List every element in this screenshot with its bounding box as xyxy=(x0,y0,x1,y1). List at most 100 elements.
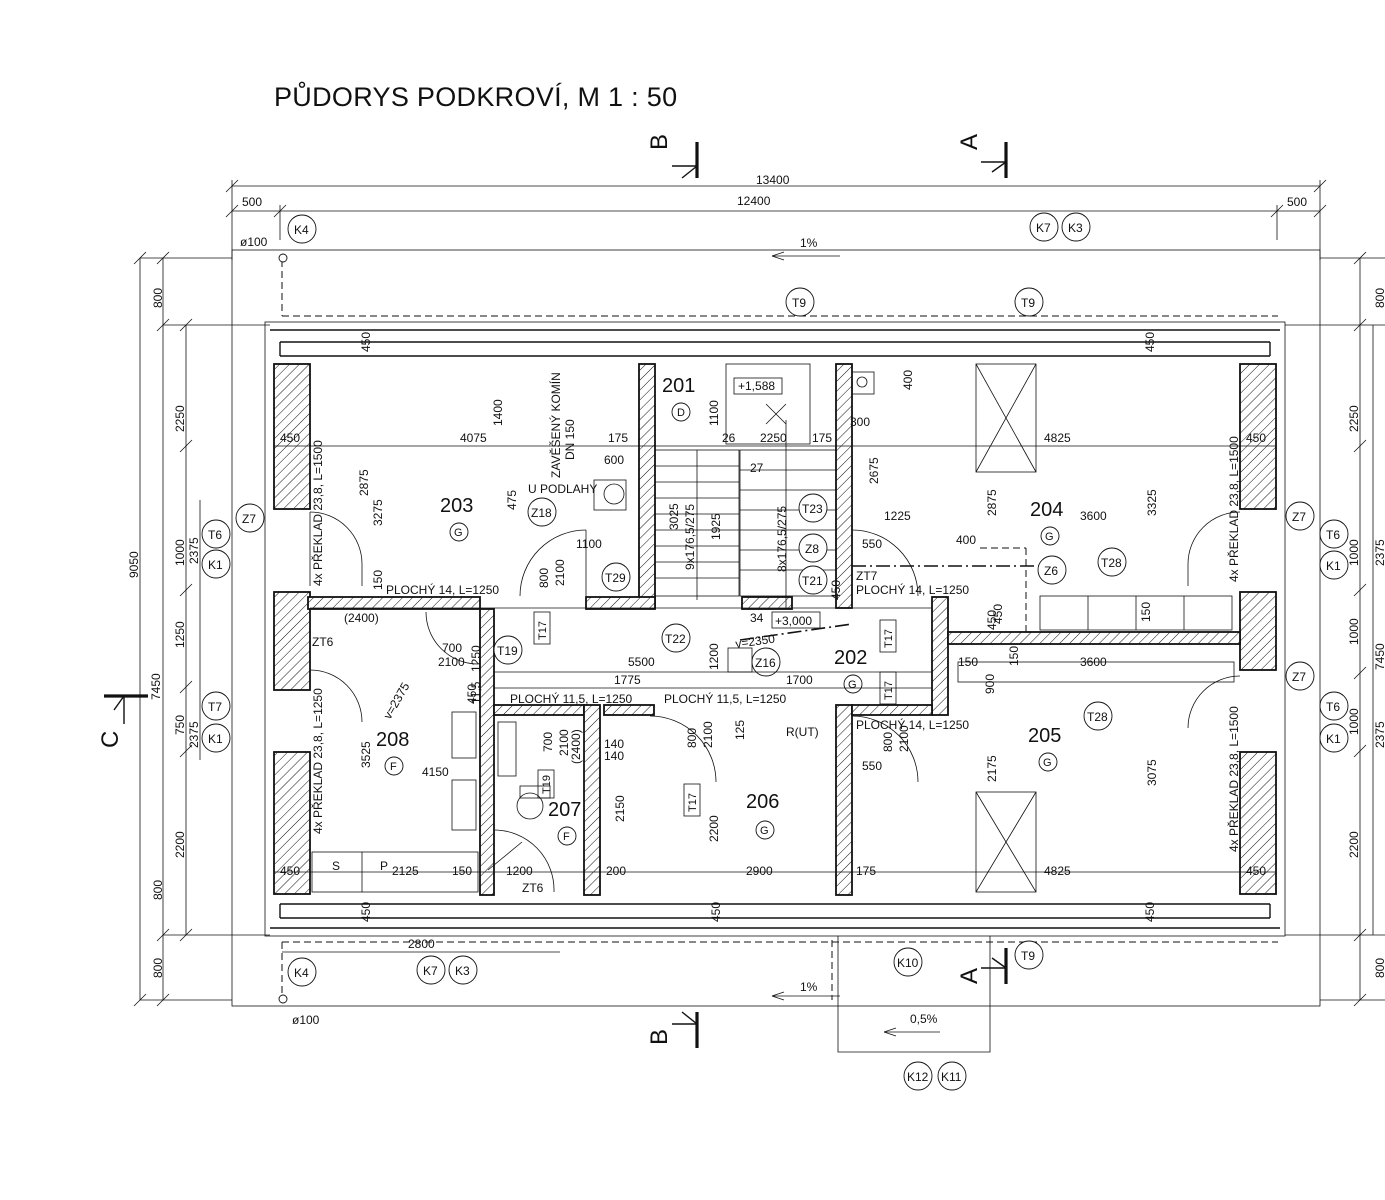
svg-text:300: 300 xyxy=(850,415,870,429)
svg-text:9050: 9050 xyxy=(127,551,141,578)
tag-k7-top: K7 xyxy=(1029,212,1059,242)
svg-text:4825: 4825 xyxy=(1044,431,1071,445)
tag-k11: K11 xyxy=(937,1061,967,1091)
drawing-title: PŮDORYS PODKROVÍ, M 1 : 50 xyxy=(274,82,678,112)
svg-text:550: 550 xyxy=(862,537,882,551)
svg-text:3325: 3325 xyxy=(1145,489,1159,516)
left-dimensions: 800 2250 1000 2375 1250 750 2375 2200 80… xyxy=(127,251,270,1007)
svg-text:203: 203 xyxy=(440,495,473,517)
svg-text:3275: 3275 xyxy=(371,499,385,526)
svg-text:Z18: Z18 xyxy=(531,506,552,520)
svg-text:1000: 1000 xyxy=(1347,708,1361,735)
svg-text:800: 800 xyxy=(1373,288,1385,308)
svg-text:1700: 1700 xyxy=(786,673,813,687)
svg-text:450: 450 xyxy=(991,604,1005,624)
svg-text:26: 26 xyxy=(722,431,736,445)
svg-text:12400: 12400 xyxy=(737,194,771,208)
svg-text:B: B xyxy=(646,1029,673,1045)
tag-k4-bot: K4 xyxy=(287,957,317,987)
svg-text:(2400): (2400) xyxy=(569,729,583,764)
svg-text:+1,588: +1,588 xyxy=(738,379,775,393)
svg-text:2875: 2875 xyxy=(985,489,999,516)
svg-text:7450: 7450 xyxy=(1373,643,1385,670)
svg-text:450: 450 xyxy=(1143,332,1157,352)
svg-text:1%: 1% xyxy=(800,236,818,250)
tag-z7-r1: Z7 xyxy=(1285,501,1315,531)
svg-text:450: 450 xyxy=(280,431,300,445)
svg-text:2675: 2675 xyxy=(867,457,881,484)
svg-text:4150: 4150 xyxy=(422,765,449,779)
svg-text:800: 800 xyxy=(881,732,895,752)
svg-text:2100: 2100 xyxy=(701,721,715,748)
svg-text:3525: 3525 xyxy=(359,741,373,768)
svg-text:175: 175 xyxy=(608,431,628,445)
right-dimensions: 800 2250 1000 2375 1000 1000 2375 2200 8… xyxy=(1285,251,1385,1007)
svg-text:140: 140 xyxy=(604,737,624,751)
svg-text:ZAVĚŠENÝ KOMÍN: ZAVĚŠENÝ KOMÍN xyxy=(548,372,563,478)
svg-text:0,5%: 0,5% xyxy=(910,1012,938,1026)
svg-text:2100: 2100 xyxy=(553,559,567,586)
svg-text:600: 600 xyxy=(604,453,624,467)
svg-text:4x PŘEKLAD 23,8, L=1250: 4x PŘEKLAD 23,8, L=1250 xyxy=(310,688,325,834)
svg-text:27: 27 xyxy=(750,461,764,475)
svg-text:150: 150 xyxy=(452,864,472,878)
svg-text:140: 140 xyxy=(604,749,624,763)
svg-text:2200: 2200 xyxy=(173,831,187,858)
svg-text:v=2375: v=2375 xyxy=(380,680,412,722)
svg-text:D: D xyxy=(677,407,685,419)
svg-text:G: G xyxy=(454,527,463,539)
tag-k1-l1: K1 xyxy=(201,549,231,579)
svg-text:B: B xyxy=(646,134,673,150)
svg-text:450: 450 xyxy=(359,902,373,922)
tag-k3-bot: K3 xyxy=(448,955,478,985)
svg-text:2100: 2100 xyxy=(557,729,571,756)
svg-text:K4: K4 xyxy=(294,223,309,237)
svg-text:206: 206 xyxy=(746,791,779,813)
top-dimensions: 13400 12400 500 500 xyxy=(225,173,1327,260)
tag-t22: T22 xyxy=(661,623,691,653)
svg-text:4075: 4075 xyxy=(460,431,487,445)
tag-k4-top: K4 xyxy=(287,214,317,244)
svg-text:7450: 7450 xyxy=(149,673,163,700)
svg-text:K1: K1 xyxy=(1326,559,1341,573)
svg-text:v=2350: v=2350 xyxy=(734,632,776,651)
section-mark-b-top: B xyxy=(646,134,699,179)
tag-t19-b: T19 xyxy=(537,769,555,799)
section-mark-c: C xyxy=(97,694,148,748)
svg-text:500: 500 xyxy=(1287,195,1307,209)
svg-text:400: 400 xyxy=(901,370,915,390)
tag-t7-l2: T7 xyxy=(201,691,231,721)
svg-text:PLOCHÝ 11,5, L=1250: PLOCHÝ 11,5, L=1250 xyxy=(664,691,787,706)
svg-text:34: 34 xyxy=(750,611,764,625)
svg-text:G: G xyxy=(1045,531,1054,543)
tag-z7-r2: Z7 xyxy=(1285,661,1315,691)
svg-text:1200: 1200 xyxy=(707,643,721,670)
svg-text:(2400): (2400) xyxy=(344,611,379,625)
svg-text:1100: 1100 xyxy=(707,400,721,426)
svg-text:2250: 2250 xyxy=(1347,405,1361,432)
svg-text:+3,000: +3,000 xyxy=(775,614,812,628)
svg-text:550: 550 xyxy=(862,759,882,773)
svg-text:1000: 1000 xyxy=(1347,618,1361,645)
svg-text:T23: T23 xyxy=(802,502,823,516)
svg-text:Z7: Z7 xyxy=(242,512,256,526)
svg-text:2100: 2100 xyxy=(438,655,465,669)
svg-text:1100: 1100 xyxy=(576,537,602,551)
svg-text:T28: T28 xyxy=(1101,556,1122,570)
svg-text:1250: 1250 xyxy=(173,621,187,648)
tag-t17-a: T17 xyxy=(533,611,551,645)
tag-t6-r1: T6 xyxy=(1319,519,1349,549)
svg-text:K1: K1 xyxy=(208,732,223,746)
svg-text:125: 125 xyxy=(733,720,747,740)
svg-text:175: 175 xyxy=(812,431,832,445)
svg-text:T22: T22 xyxy=(665,632,686,646)
section-mark-a-top: A xyxy=(956,134,1008,178)
tag-t17-d: T17 xyxy=(683,783,701,817)
svg-text:T29: T29 xyxy=(605,571,626,585)
svg-text:8x176,5/275: 8x176,5/275 xyxy=(775,506,789,572)
svg-text:200: 200 xyxy=(606,864,626,878)
svg-text:150: 150 xyxy=(1007,646,1021,666)
svg-text:800: 800 xyxy=(151,958,165,978)
